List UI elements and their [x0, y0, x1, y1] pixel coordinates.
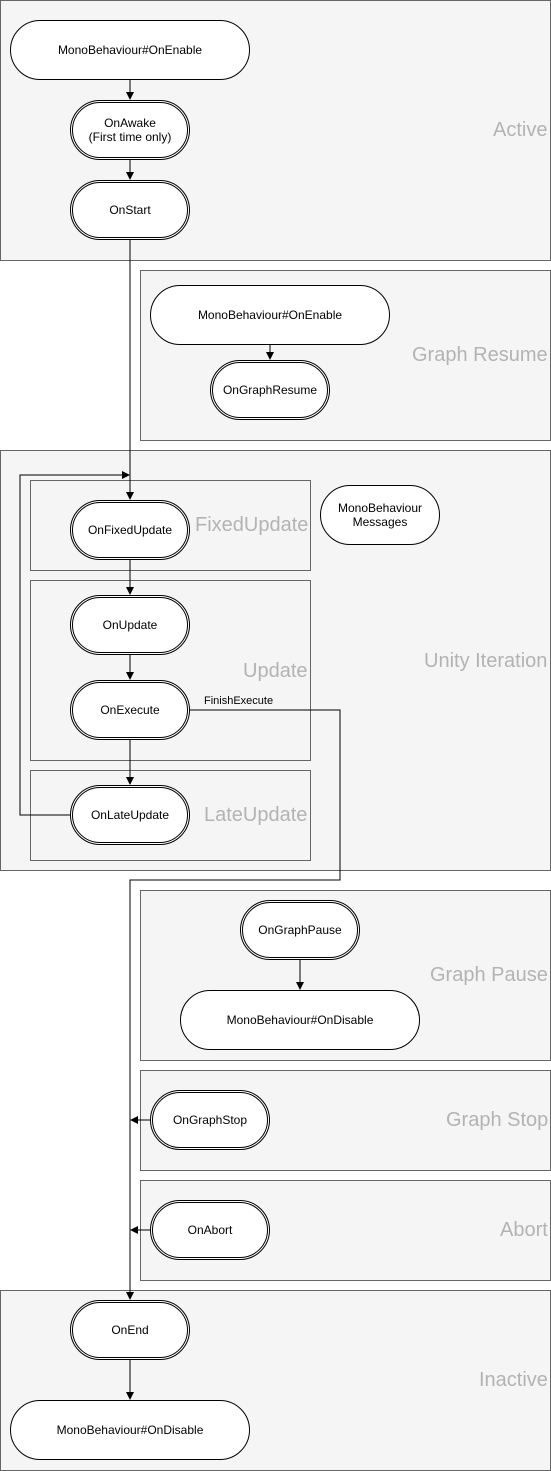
node-on-graph-pause: OnGraphPause — [240, 900, 360, 960]
node-label: MonoBehaviour#OnEnable — [57, 43, 203, 57]
edge-label-finish-execute: FinishExecute — [204, 695, 274, 707]
node-monobehaviour-messages: MonoBehaviour Messages — [320, 485, 440, 545]
node-label: OnAwake (First time only) — [88, 116, 172, 144]
group-label-graph-stop: Graph Stop — [446, 1109, 549, 1131]
group-label-inactive: Inactive — [479, 1369, 548, 1391]
node-label: MonoBehaviour#OnEnable — [197, 308, 343, 322]
node-label: OnUpdate — [102, 618, 158, 632]
node-label: MonoBehaviour#OnDisable — [56, 1423, 204, 1437]
node-label: OnExecute — [100, 703, 160, 717]
node-label: MonoBehaviour Messages — [337, 501, 423, 529]
group-label-active: Active — [493, 119, 548, 141]
group-label-graph-resume: Graph Resume — [412, 344, 548, 366]
node-monobehaviour-on-enable: MonoBehaviour#OnEnable — [10, 20, 250, 80]
group-label-unity-iteration: Unity Iteration — [424, 650, 548, 672]
node-label: OnGraphPause — [258, 923, 342, 937]
node-on-abort: OnAbort — [150, 1200, 270, 1260]
node-on-awake: OnAwake (First time only) — [70, 100, 190, 160]
node-monobehaviour-on-disable: MonoBehaviour#OnDisable — [10, 1400, 250, 1460]
group-label-graph-pause: Graph Pause — [430, 964, 548, 986]
node-label: MonoBehaviour#OnDisable — [226, 1013, 374, 1027]
node-on-end: OnEnd — [70, 1300, 190, 1360]
group-label-fixed-update: FixedUpdate — [195, 514, 309, 536]
node-on-execute: OnExecute — [70, 680, 190, 740]
node-label: OnEnd — [111, 1323, 149, 1337]
node-on-start: OnStart — [70, 180, 190, 240]
node-label: OnLateUpdate — [90, 808, 170, 822]
node-on-late-update: OnLateUpdate — [70, 785, 190, 845]
group-label-abort: Abort — [500, 1219, 548, 1241]
group-label-late-update: LateUpdate — [204, 804, 308, 826]
group-label-update: Update — [243, 660, 308, 682]
node-monobehaviour-on-enable-resume: MonoBehaviour#OnEnable — [150, 285, 390, 345]
node-on-graph-resume: OnGraphResume — [210, 360, 330, 420]
node-label: OnStart — [109, 203, 151, 217]
node-label: OnGraphResume — [222, 383, 318, 397]
node-label: OnGraphStop — [172, 1113, 248, 1127]
node-label: OnFixedUpdate — [87, 523, 173, 537]
node-monobehaviour-on-disable-pause: MonoBehaviour#OnDisable — [180, 990, 420, 1050]
node-on-fixed-update: OnFixedUpdate — [70, 500, 190, 560]
node-on-graph-stop: OnGraphStop — [150, 1090, 270, 1150]
node-label: OnAbort — [187, 1223, 233, 1237]
node-on-update: OnUpdate — [70, 595, 190, 655]
